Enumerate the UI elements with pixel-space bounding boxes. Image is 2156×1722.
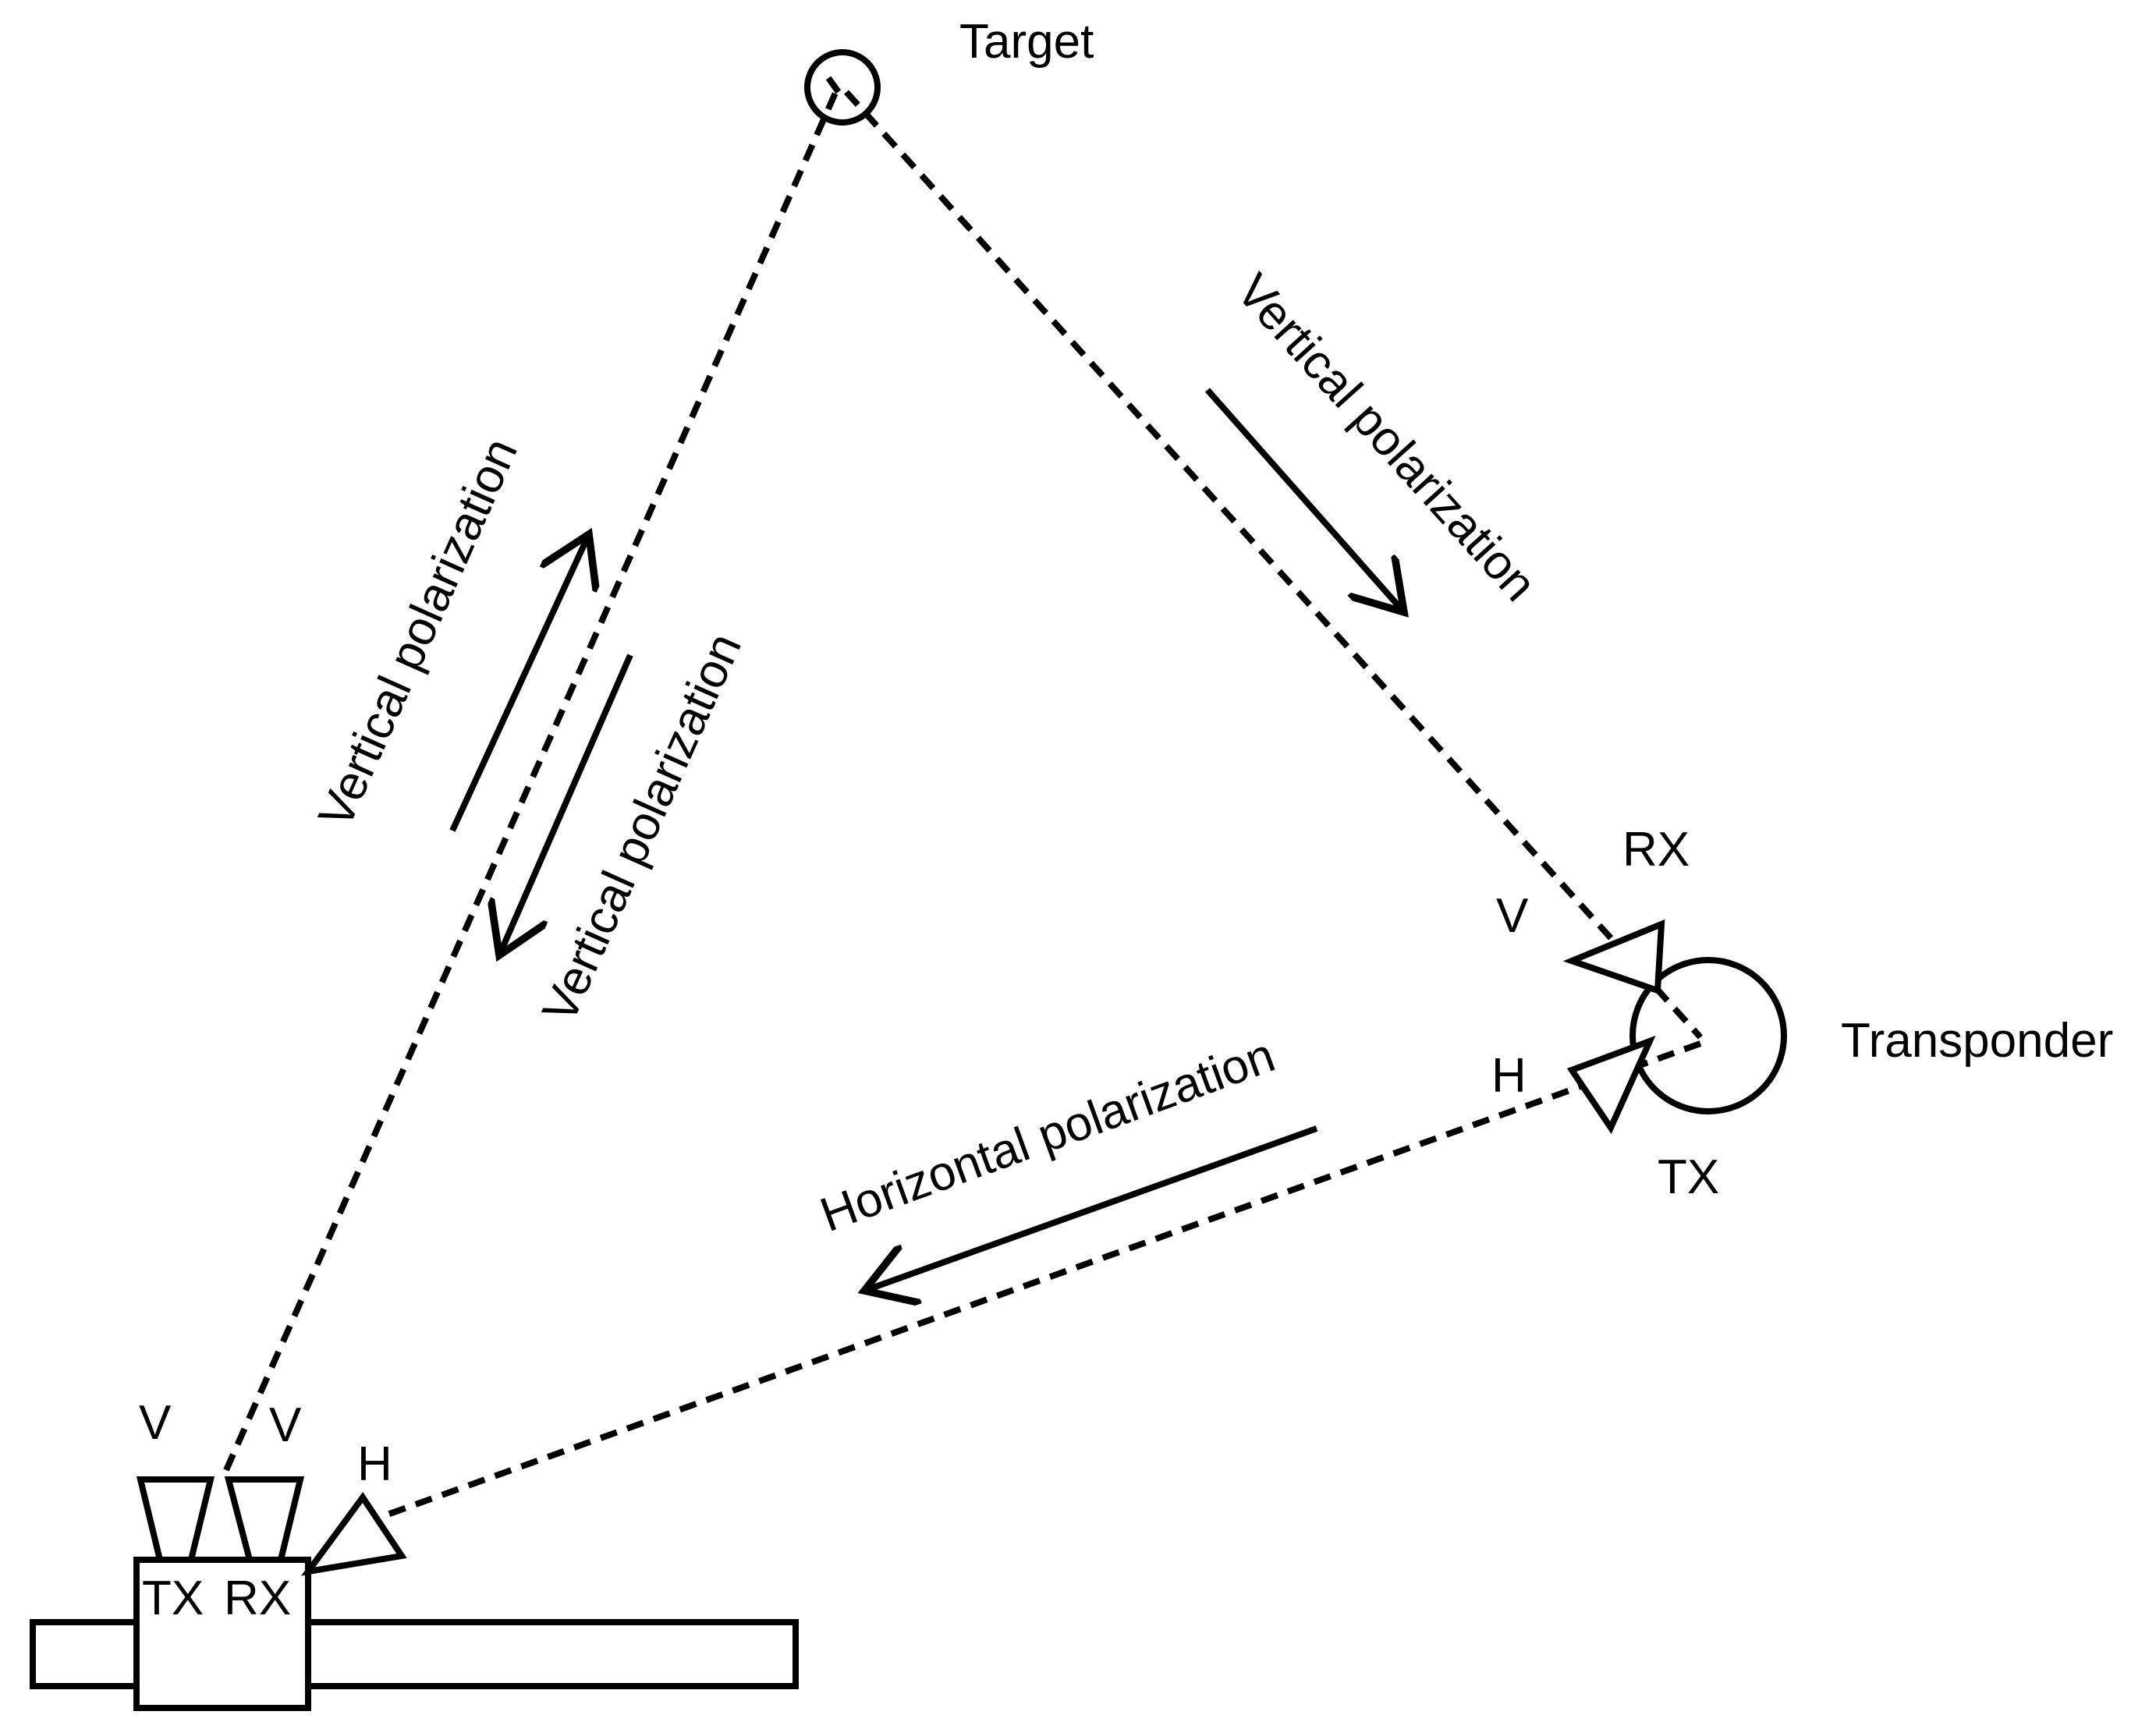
target-inner-dash [825, 76, 846, 100]
path-transponder-radar [373, 1040, 1702, 1522]
radar-rx-label: RX [224, 1571, 291, 1625]
target-label: Target [959, 15, 1094, 69]
label-target-to-radar: Vertical polarization [532, 625, 752, 1030]
radar-h-horn-icon [300, 1492, 407, 1576]
arrow-target-to-radar-icon [499, 654, 633, 955]
arrow-radar-to-target-icon [449, 534, 589, 832]
radar-h-label: H [357, 1437, 392, 1491]
arrow-transponder-to-radar-icon [864, 1125, 1318, 1291]
label-radar-to-target: Vertical polarization [308, 430, 528, 835]
target-circle-icon [804, 49, 881, 126]
transponder-tx-horn-icon [1566, 1035, 1656, 1135]
radar-tx-label: TX [142, 1571, 204, 1625]
label-target-to-transponder: Vertical polarization [1226, 264, 1547, 611]
label-transponder-to-radar: Horizontal polarization [814, 1028, 1282, 1242]
transponder-rx-label: RX [1622, 823, 1690, 877]
path-target-transponder [844, 90, 1703, 1040]
radar-v2-label: V [269, 1398, 302, 1452]
radar-v1-label: V [139, 1396, 172, 1450]
radar-rx-horn-icon [224, 1476, 305, 1563]
arrow-target-to-transponder-icon [1205, 388, 1404, 612]
transponder-circle-icon [1629, 957, 1787, 1114]
radar-tx-horn-icon [136, 1476, 215, 1563]
transponder-rx-horn-icon [1562, 919, 1665, 995]
transponder-h-label: H [1491, 1049, 1527, 1103]
radar-box [133, 1557, 311, 1711]
transponder-tx-label: TX [1658, 1150, 1719, 1204]
transponder-v-label: V [1496, 889, 1529, 943]
path-radar-target [223, 84, 842, 1472]
transponder-label: Transponder [1841, 1014, 2113, 1068]
